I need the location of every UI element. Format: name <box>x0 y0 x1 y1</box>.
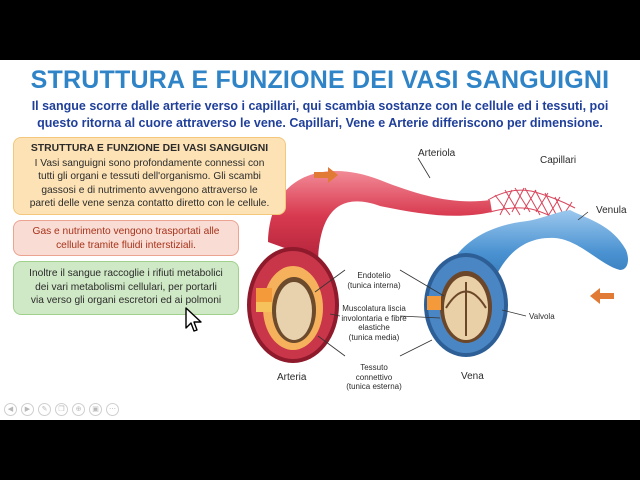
info-line: gassosi e di nutrimento avvengono attrav… <box>41 184 258 196</box>
flow-arrow-left <box>590 288 614 304</box>
subtitle-line: Il sangue scorre dalle arterie verso i c… <box>31 99 609 113</box>
blood-vessels-diagram <box>247 157 628 363</box>
label-venula: Venula <box>596 205 627 216</box>
info-line: dei vari metabolismi cellulari, per port… <box>35 281 217 293</box>
pen-icon[interactable]: ✎ <box>38 402 51 416</box>
info-box-title: STRUTTURA E FUNZIONE DEI VASI SANGUIGNI <box>30 143 269 154</box>
mouse-cursor-icon <box>185 307 202 332</box>
label-valvola: Valvola <box>529 312 555 321</box>
label-arteriola: Arteriola <box>418 148 456 159</box>
zoom-icon[interactable]: ⊕ <box>72 402 85 416</box>
copy-icon[interactable]: ❐ <box>55 402 68 416</box>
vein-cross-section <box>424 253 508 357</box>
info-box-gas: Gas e nutrimento vengono trasportati all… <box>13 220 239 256</box>
info-line: I Vasi sanguigni sono profondamente conn… <box>34 157 265 169</box>
label-muscolatura: Muscolatura liscia involontaria e fibre … <box>341 304 407 342</box>
info-box-waste: Inoltre il sangue raccoglie i rifiuti me… <box>13 261 239 315</box>
info-line: pareti delle vene senza contatto diretto… <box>29 198 270 210</box>
label-tessuto: Tessuto connettivo (tunica esterna) <box>346 363 402 391</box>
info-line: Inoltre il sangue raccoglie i rifiuti me… <box>29 268 223 279</box>
info-line: cellule tramite fluidi interstiziali. <box>56 239 196 251</box>
artery-tube <box>268 170 492 260</box>
subtitle-line: questo ritorna al cuore attraverso le ve… <box>37 116 603 130</box>
label-arteria: Arteria <box>277 372 307 383</box>
slide-title: STRUTTURA E FUNZIONE DEI VASI SANGUIGNI <box>30 66 610 94</box>
artery-cross-section <box>247 247 339 363</box>
more-icon[interactable]: ⋯ <box>106 402 119 416</box>
subtitle-icon[interactable]: ▣ <box>89 402 102 416</box>
label-endotelio: Endotelio (tunica interna) <box>347 271 401 290</box>
play-icon[interactable]: ▶ <box>21 402 34 416</box>
info-box-structure: STRUTTURA E FUNZIONE DEI VASI SANGUIGNI … <box>13 137 286 215</box>
label-vena: Vena <box>461 371 484 382</box>
slide: STRUTTURA E FUNZIONE DEI VASI SANGUIGNI … <box>0 60 640 420</box>
info-line: tutti gli organi e tessuti dell'organism… <box>38 171 261 183</box>
info-line: Gas e nutrimento vengono trasportati all… <box>32 226 220 237</box>
presentation-toolbar: ◀ ▶ ✎ ❐ ⊕ ▣ ⋯ <box>0 400 160 418</box>
prev-icon[interactable]: ◀ <box>4 402 17 416</box>
flow-arrow-right <box>314 167 338 183</box>
info-line: via verso gli organi escretori ed ai pol… <box>30 295 222 307</box>
slide-subtitle: Il sangue scorre dalle arterie verso i c… <box>14 98 626 132</box>
label-capillari: Capillari <box>540 155 577 166</box>
